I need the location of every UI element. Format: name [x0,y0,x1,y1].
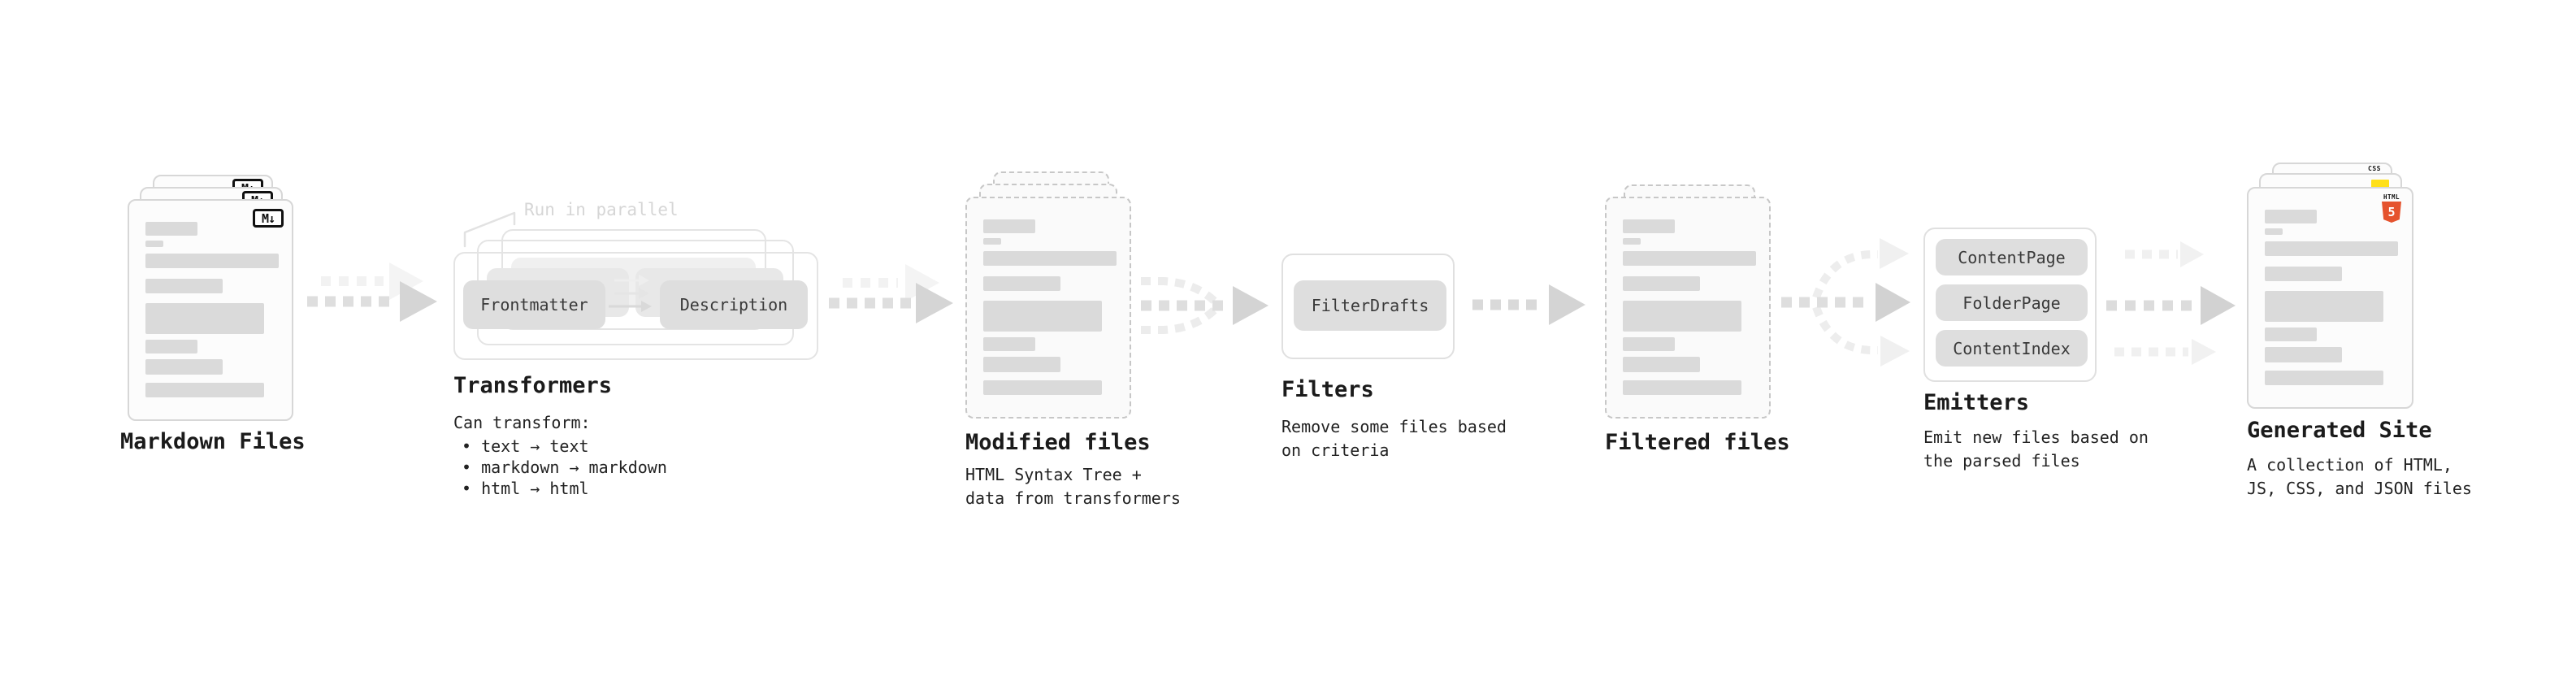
emitters-desc: Emit new files based on the parsed files [1923,427,2149,471]
file-text-bar [2265,291,2383,322]
file-text-bar [2265,210,2317,223]
file-text-bar [1623,238,1641,245]
transformers-desc-heading: Can transform: [453,413,591,432]
generated-site-desc: A collection of HTML, JS, CSS, and JSON … [2247,455,2472,498]
file-text-bar [983,251,1117,266]
contentpage-pill: ContentPage [1936,239,2088,275]
file-text-bar [983,337,1035,351]
file-text-bar [1623,276,1700,291]
file-text-bar [145,222,197,236]
markdown-files-label: Markdown Files [120,429,306,454]
frontmatter-pill: Frontmatter [463,280,605,329]
file-text-bar [145,303,264,334]
contentindex-pill: ContentIndex [1936,330,2088,367]
file-text-bar [983,357,1060,372]
transformers-bullets: • text → text • markdown → markdown • ht… [462,436,667,499]
file-text-bar [145,383,264,397]
file-text-bar [1623,380,1741,395]
markdown-file-front: M↓ [128,199,293,421]
arrow-markdown-to-transformers [307,262,437,322]
generated-site-title: Generated Site [2247,418,2432,443]
bullet-item: • markdown → markdown [462,458,667,477]
file-text-bar [983,276,1060,291]
file-text-bar [145,279,223,293]
bullet-item: • html → html [462,479,589,498]
file-text-bar [983,219,1035,233]
file-text-bar [983,301,1102,332]
file-text-bar [983,380,1102,395]
markdown-icon: M↓ [253,209,284,228]
filtered-files-title: Filtered files [1605,430,1790,455]
file-text-bar [145,241,163,247]
file-text-bar [145,359,223,375]
arrow-emitters-to-generated [2106,241,2236,365]
file-text-bar [1623,337,1675,351]
transformer-box-front: Frontmatter Description [453,252,818,360]
file-text-bar [2265,241,2398,256]
arrow-modified-to-filters [1141,277,1268,334]
file-text-bar [1623,301,1741,332]
arrow-filtered-to-emitters [1781,238,1910,367]
file-text-bar [145,254,279,268]
file-text-bar [2265,327,2317,341]
html5-icon: HTML 5 [2381,194,2402,223]
filters-box: FilterDrafts [1281,254,1455,359]
filters-title: Filters [1281,377,1374,402]
file-text-bar [2265,228,2283,235]
file-text-bar [1623,251,1756,266]
modified-files-title: Modified files [965,430,1151,455]
file-text-bar [145,340,197,354]
arrow-filters-to-filtered [1472,284,1585,325]
emitters-box: ContentPage FolderPage ContentIndex [1923,228,2097,382]
description-pill: Description [660,280,808,329]
file-text-bar [2265,371,2383,385]
file-text-bar [983,238,1001,245]
filtered-file-front [1605,197,1771,419]
modified-files-desc: HTML Syntax Tree + data from transformer… [965,465,1181,508]
file-text-bar [1623,219,1675,233]
transformers-title: Transformers [453,373,613,398]
filters-desc: Remove some files based on criteria [1281,417,1507,460]
filterdrafts-pill: FilterDrafts [1294,280,1446,331]
html5-shield: 5 [2382,202,2401,223]
file-text-bar [2265,347,2342,362]
file-text-bar [1623,357,1700,372]
arrow-transformers-to-modified [829,264,953,323]
bullet-item: • text → text [462,436,589,456]
folderpage-pill: FolderPage [1936,284,2088,321]
run-in-parallel-note: Run in parallel [524,200,679,219]
generated-file-html: HTML 5 [2247,187,2413,409]
file-text-bar [2265,267,2342,281]
emitters-title: Emitters [1923,390,2030,415]
modified-file-front [965,197,1131,419]
